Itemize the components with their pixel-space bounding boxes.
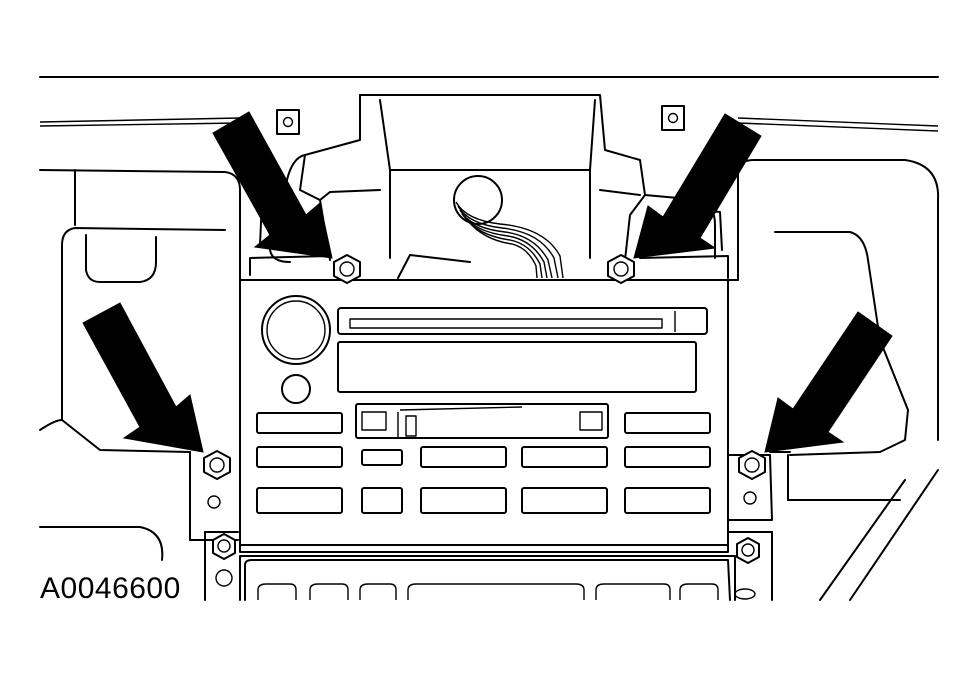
square-clip-right xyxy=(661,105,685,131)
small-knob xyxy=(281,374,311,404)
display xyxy=(337,341,697,393)
figure-id-label: A0046600 xyxy=(40,572,181,605)
cd-slot xyxy=(337,307,708,335)
wire-harness xyxy=(397,175,564,279)
bolt-top-left xyxy=(333,254,361,284)
bolt-bottom-right xyxy=(738,450,766,480)
square-clip-left xyxy=(276,109,300,135)
mounting-bracket xyxy=(189,451,791,601)
volume-knob xyxy=(261,295,331,365)
lower-bolt-right xyxy=(736,537,760,564)
arrow-bottom-left xyxy=(82,302,204,453)
arrow-top-right xyxy=(633,113,762,259)
cassette-door xyxy=(355,403,609,439)
bolt-top-right xyxy=(607,254,635,284)
arrow-top-left xyxy=(212,111,333,259)
arrow-bottom-right xyxy=(764,311,893,453)
lower-bolt-left xyxy=(212,533,236,560)
bolt-bottom-left xyxy=(203,450,231,480)
radio-unit xyxy=(239,279,729,553)
